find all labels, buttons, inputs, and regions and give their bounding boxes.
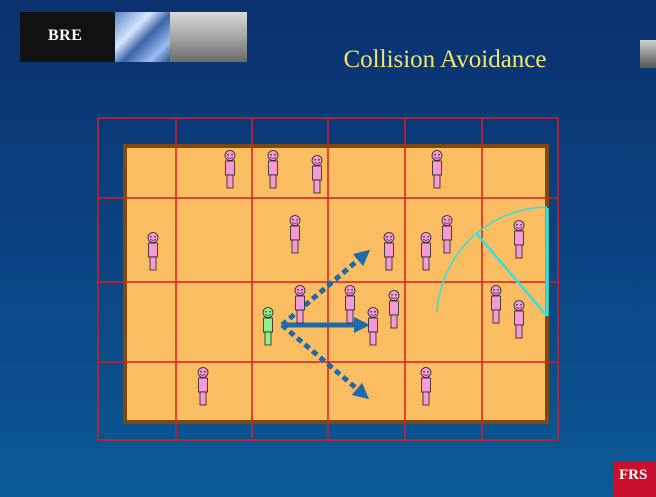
room-floor	[125, 146, 547, 422]
frs-logo: FRS	[614, 462, 656, 497]
